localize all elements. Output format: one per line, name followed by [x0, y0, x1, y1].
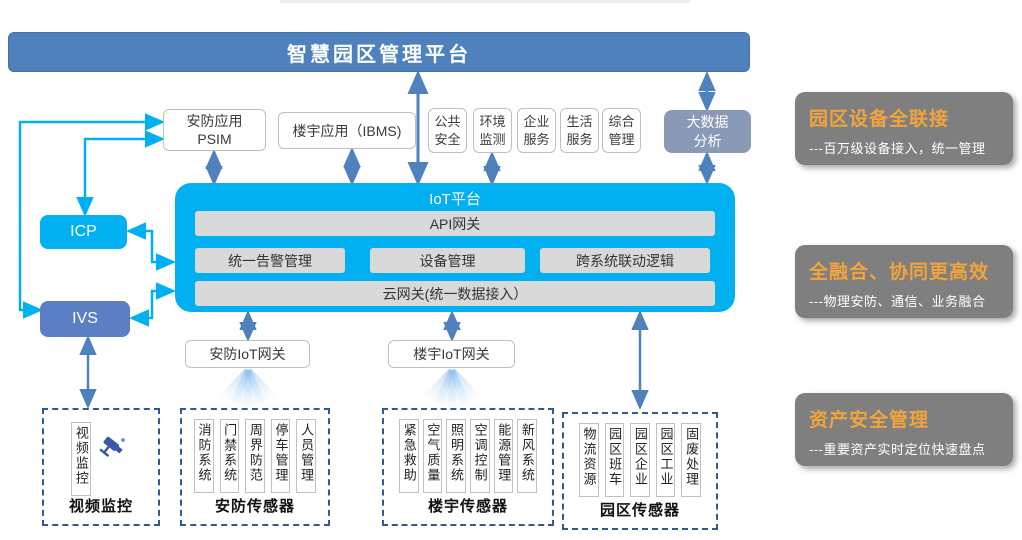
sensor-strip: 园区企业: [630, 423, 650, 497]
benefit-panel-device-connection: 园区设备全联接 ---百万级设备接入，统一管理: [795, 92, 1013, 165]
sensor-strip: 固废处理: [681, 423, 702, 497]
service-box-living: 生活 服务: [560, 108, 599, 153]
sensor-strip: 能源管理: [493, 419, 514, 493]
benefit-desc: ---物理安防、通信、业务融合: [809, 294, 986, 309]
connector-icp-iot: [126, 222, 176, 271]
benefit-desc: ---百万级设备接入，统一管理: [809, 141, 986, 156]
sensor-strip: 空气质量: [422, 419, 443, 493]
sensor-strip: 人员管理: [296, 419, 317, 493]
sensor-strip: 停车管理: [270, 419, 291, 493]
platform-title-banner: 智慧园区管理平台: [8, 32, 750, 72]
security-sensors-group: 消防系统 门禁系统 周界防范 停车管理 人员管理 安防传感器: [180, 408, 330, 526]
service-box-comprehensive: 综合 管理: [602, 108, 641, 153]
service-box-public-safety: 公共 安全: [428, 108, 467, 153]
benefit-panel-convergence: 全融合、协同更高效 ---物理安防、通信、业务融合: [795, 245, 1013, 318]
ivs-box: IVS: [40, 301, 130, 337]
connector-icp-psim: [76, 130, 165, 217]
camera-icon: [99, 436, 125, 457]
building-iot-gateway-box: 楼宇IoT网关: [388, 340, 515, 368]
device-management-module: 设备管理: [370, 248, 525, 273]
group-label-security: 安防传感器: [214, 498, 295, 515]
alarm-management-module: 统一告警管理: [195, 248, 345, 273]
sensor-strip: 消防系统: [193, 419, 214, 493]
sensor-strip: 物流资源: [578, 423, 599, 497]
sensor-strip: 照明系统: [446, 419, 466, 493]
psim-app-box: 安防应用 PSIM: [163, 109, 266, 151]
platform-title: 智慧园区管理平台: [287, 43, 471, 66]
benefit-panel-asset-safety: 资产安全管理 ---重要资产实时定位快速盘点: [795, 393, 1013, 466]
group-label-building: 楼宇传感器: [427, 498, 508, 515]
sensor-strip: 空调控制: [470, 419, 490, 493]
cloud-gateway-bar: 云网关(统一数据接入）: [195, 281, 715, 306]
iot-platform-box: IoT平台 API网关 统一告警管理 设备管理 跨系统联动逻辑 云网关(统一数据…: [175, 183, 735, 312]
building-gateway-fan: [423, 368, 481, 408]
building-sensors-group: 紧急救助 空气质量 照明系统 空调控制 能源管理 新风系统 楼宇传感器: [382, 408, 554, 526]
sensor-strip: 紧急救助: [399, 419, 419, 493]
sensor-strip: 周界防范: [245, 419, 265, 493]
park-sensors-group: 物流资源 园区班车 园区企业 园区工业 固废处理 园区传感器: [562, 412, 718, 530]
sensor-strip: 门禁系统: [219, 419, 240, 493]
benefit-title: 资产安全管理: [809, 410, 930, 431]
connector-ivs-iot: [129, 282, 176, 327]
security-iot-gateway-box: 安防IoT网关: [185, 340, 310, 368]
iot-platform-title: IoT平台: [429, 190, 481, 208]
security-gateway-fan: [219, 368, 277, 408]
top-edge-artifact: [280, 0, 690, 3]
service-box-environment: 环境 监测: [473, 108, 512, 153]
benefit-title: 园区设备全联接: [809, 109, 950, 130]
benefit-desc: ---重要资产实时定位快速盘点: [809, 442, 986, 457]
sensor-strip: 园区班车: [604, 423, 625, 497]
sensor-strip: 视频监控: [71, 422, 91, 496]
video-monitoring-group: 视频监控 视频监控: [42, 408, 160, 526]
benefit-title: 全融合、协同更高效: [809, 262, 990, 283]
api-gateway-bar: API网关: [195, 211, 715, 236]
sensor-strip: 新风系统: [517, 419, 537, 493]
icp-box: ICP: [40, 215, 127, 249]
group-label-video: 视频监控: [68, 498, 133, 515]
sensor-strip: 园区工业: [655, 423, 676, 497]
group-label-park: 园区传感器: [599, 502, 680, 519]
bigdata-analysis-box: 大数据 分析: [664, 110, 751, 153]
ibms-app-box: 楼宇应用（IBMS): [278, 112, 416, 149]
cross-system-linkage-module: 跨系统联动逻辑: [540, 248, 710, 273]
service-box-enterprise: 企业 服务: [517, 108, 556, 153]
